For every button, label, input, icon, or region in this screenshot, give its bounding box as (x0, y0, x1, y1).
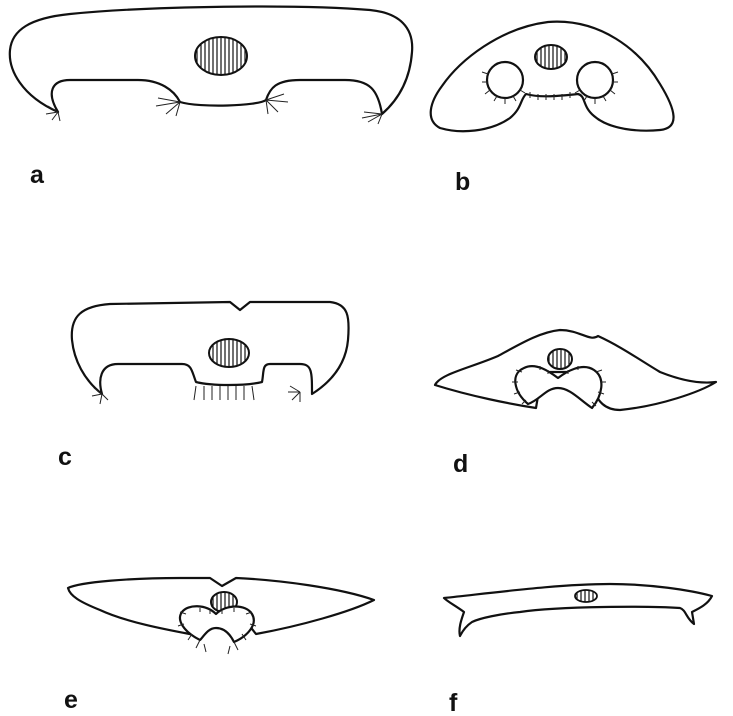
panel-d-central-body (548, 349, 572, 369)
panel-b-outline (431, 22, 674, 132)
panel-c-central-body (209, 339, 249, 367)
panel-c-fibres (92, 386, 300, 404)
panel-c-label: c (58, 443, 72, 471)
panel-e-label: e (64, 686, 78, 714)
panel-c: c (58, 302, 349, 471)
panel-f: f (444, 584, 712, 716)
panel-a-label: a (30, 161, 45, 189)
panel-a-central-body (195, 37, 247, 75)
panel-b: b (431, 22, 674, 196)
panel-e: e (64, 578, 374, 714)
panel-a: a (10, 7, 412, 189)
panel-b-label: b (455, 168, 470, 196)
panel-d-label: d (453, 450, 468, 478)
panel-f-label: f (449, 689, 458, 716)
panel-b-central-body (535, 45, 567, 69)
panel-d: d (435, 330, 716, 478)
panel-f-central-body (575, 590, 597, 602)
